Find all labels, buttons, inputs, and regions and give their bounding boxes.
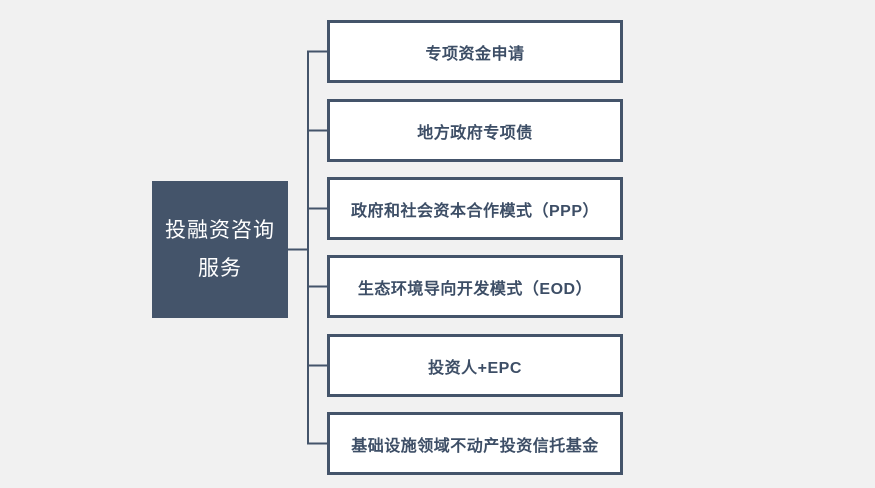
branch-node-label: 生态环境导向开发模式（EOD） (357, 280, 593, 298)
branch-node-label: 地方政府专项债 (417, 124, 533, 142)
branch-node-special-fund-application: 专项资金申请 (327, 20, 623, 83)
root-node-label: 投融资咨询 服务 (165, 212, 275, 288)
branch-node-local-government-special-bonds: 地方政府专项债 (327, 99, 623, 162)
branch-node-ppp-model: 政府和社会资本合作模式（PPP） (327, 177, 623, 240)
root-label-line-1: 投融资咨询 (165, 218, 275, 242)
branch-node-eod-model: 生态环境导向开发模式（EOD） (327, 255, 623, 318)
branch-node-label: 政府和社会资本合作模式（PPP） (350, 202, 600, 220)
branch-node-investor-plus-epc: 投资人+EPC (327, 334, 623, 397)
root-node: 投融资咨询 服务 (152, 181, 288, 318)
branch-node-label: 基础设施领域不动产投资信托基金 (351, 437, 599, 455)
branch-node-label: 专项资金申请 (425, 45, 525, 63)
branch-node-label: 投资人+EPC (428, 359, 522, 377)
root-label-line-2: 服务 (198, 256, 242, 280)
branch-node-infrastructure-reits: 基础设施领域不动产投资信托基金 (327, 412, 623, 475)
